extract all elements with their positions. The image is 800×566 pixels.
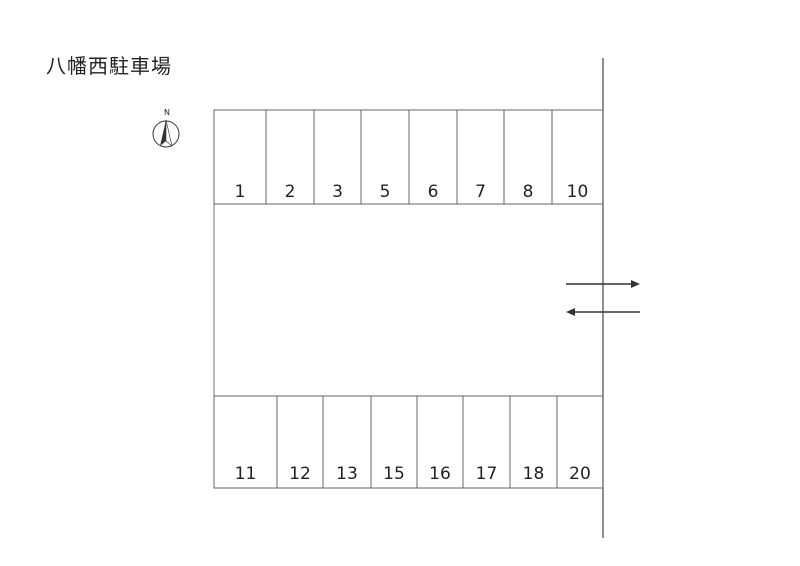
- entry-arrow-icon: [566, 280, 640, 288]
- stall-number-label: 12: [289, 464, 311, 484]
- stall-number-label: 11: [235, 464, 257, 484]
- stall-number-label: 3: [332, 182, 343, 202]
- parking-stall: [551, 109, 604, 205]
- stall-number-label: 17: [476, 464, 498, 484]
- stall-number-label: 10: [567, 182, 589, 202]
- bottom-parking-row: 11 12 13 15 16 17 18 20: [213, 395, 604, 489]
- stall-number-label: 20: [569, 464, 591, 484]
- stall-number-label: 7: [475, 182, 486, 202]
- compass-north-label: N: [164, 108, 170, 117]
- top-parking-row: 1 2 3 5 6 7 8 10: [213, 109, 604, 205]
- page-title: 八幡西駐車場: [46, 54, 172, 78]
- stall-number-label: 16: [429, 464, 451, 484]
- stall-number-label: 13: [336, 464, 358, 484]
- north-compass-icon: N: [152, 108, 180, 148]
- stall-number-label: 18: [523, 464, 545, 484]
- stall-number-label: 6: [428, 182, 439, 202]
- stall-number-label: 2: [285, 182, 296, 202]
- stall-number-label: 1: [235, 182, 246, 202]
- stall-number-label: 5: [380, 182, 391, 202]
- exit-arrow-icon: [566, 308, 640, 316]
- stall-number-label: 15: [383, 464, 405, 484]
- parking-stall: [556, 395, 604, 489]
- stall-number-label: 8: [523, 182, 534, 202]
